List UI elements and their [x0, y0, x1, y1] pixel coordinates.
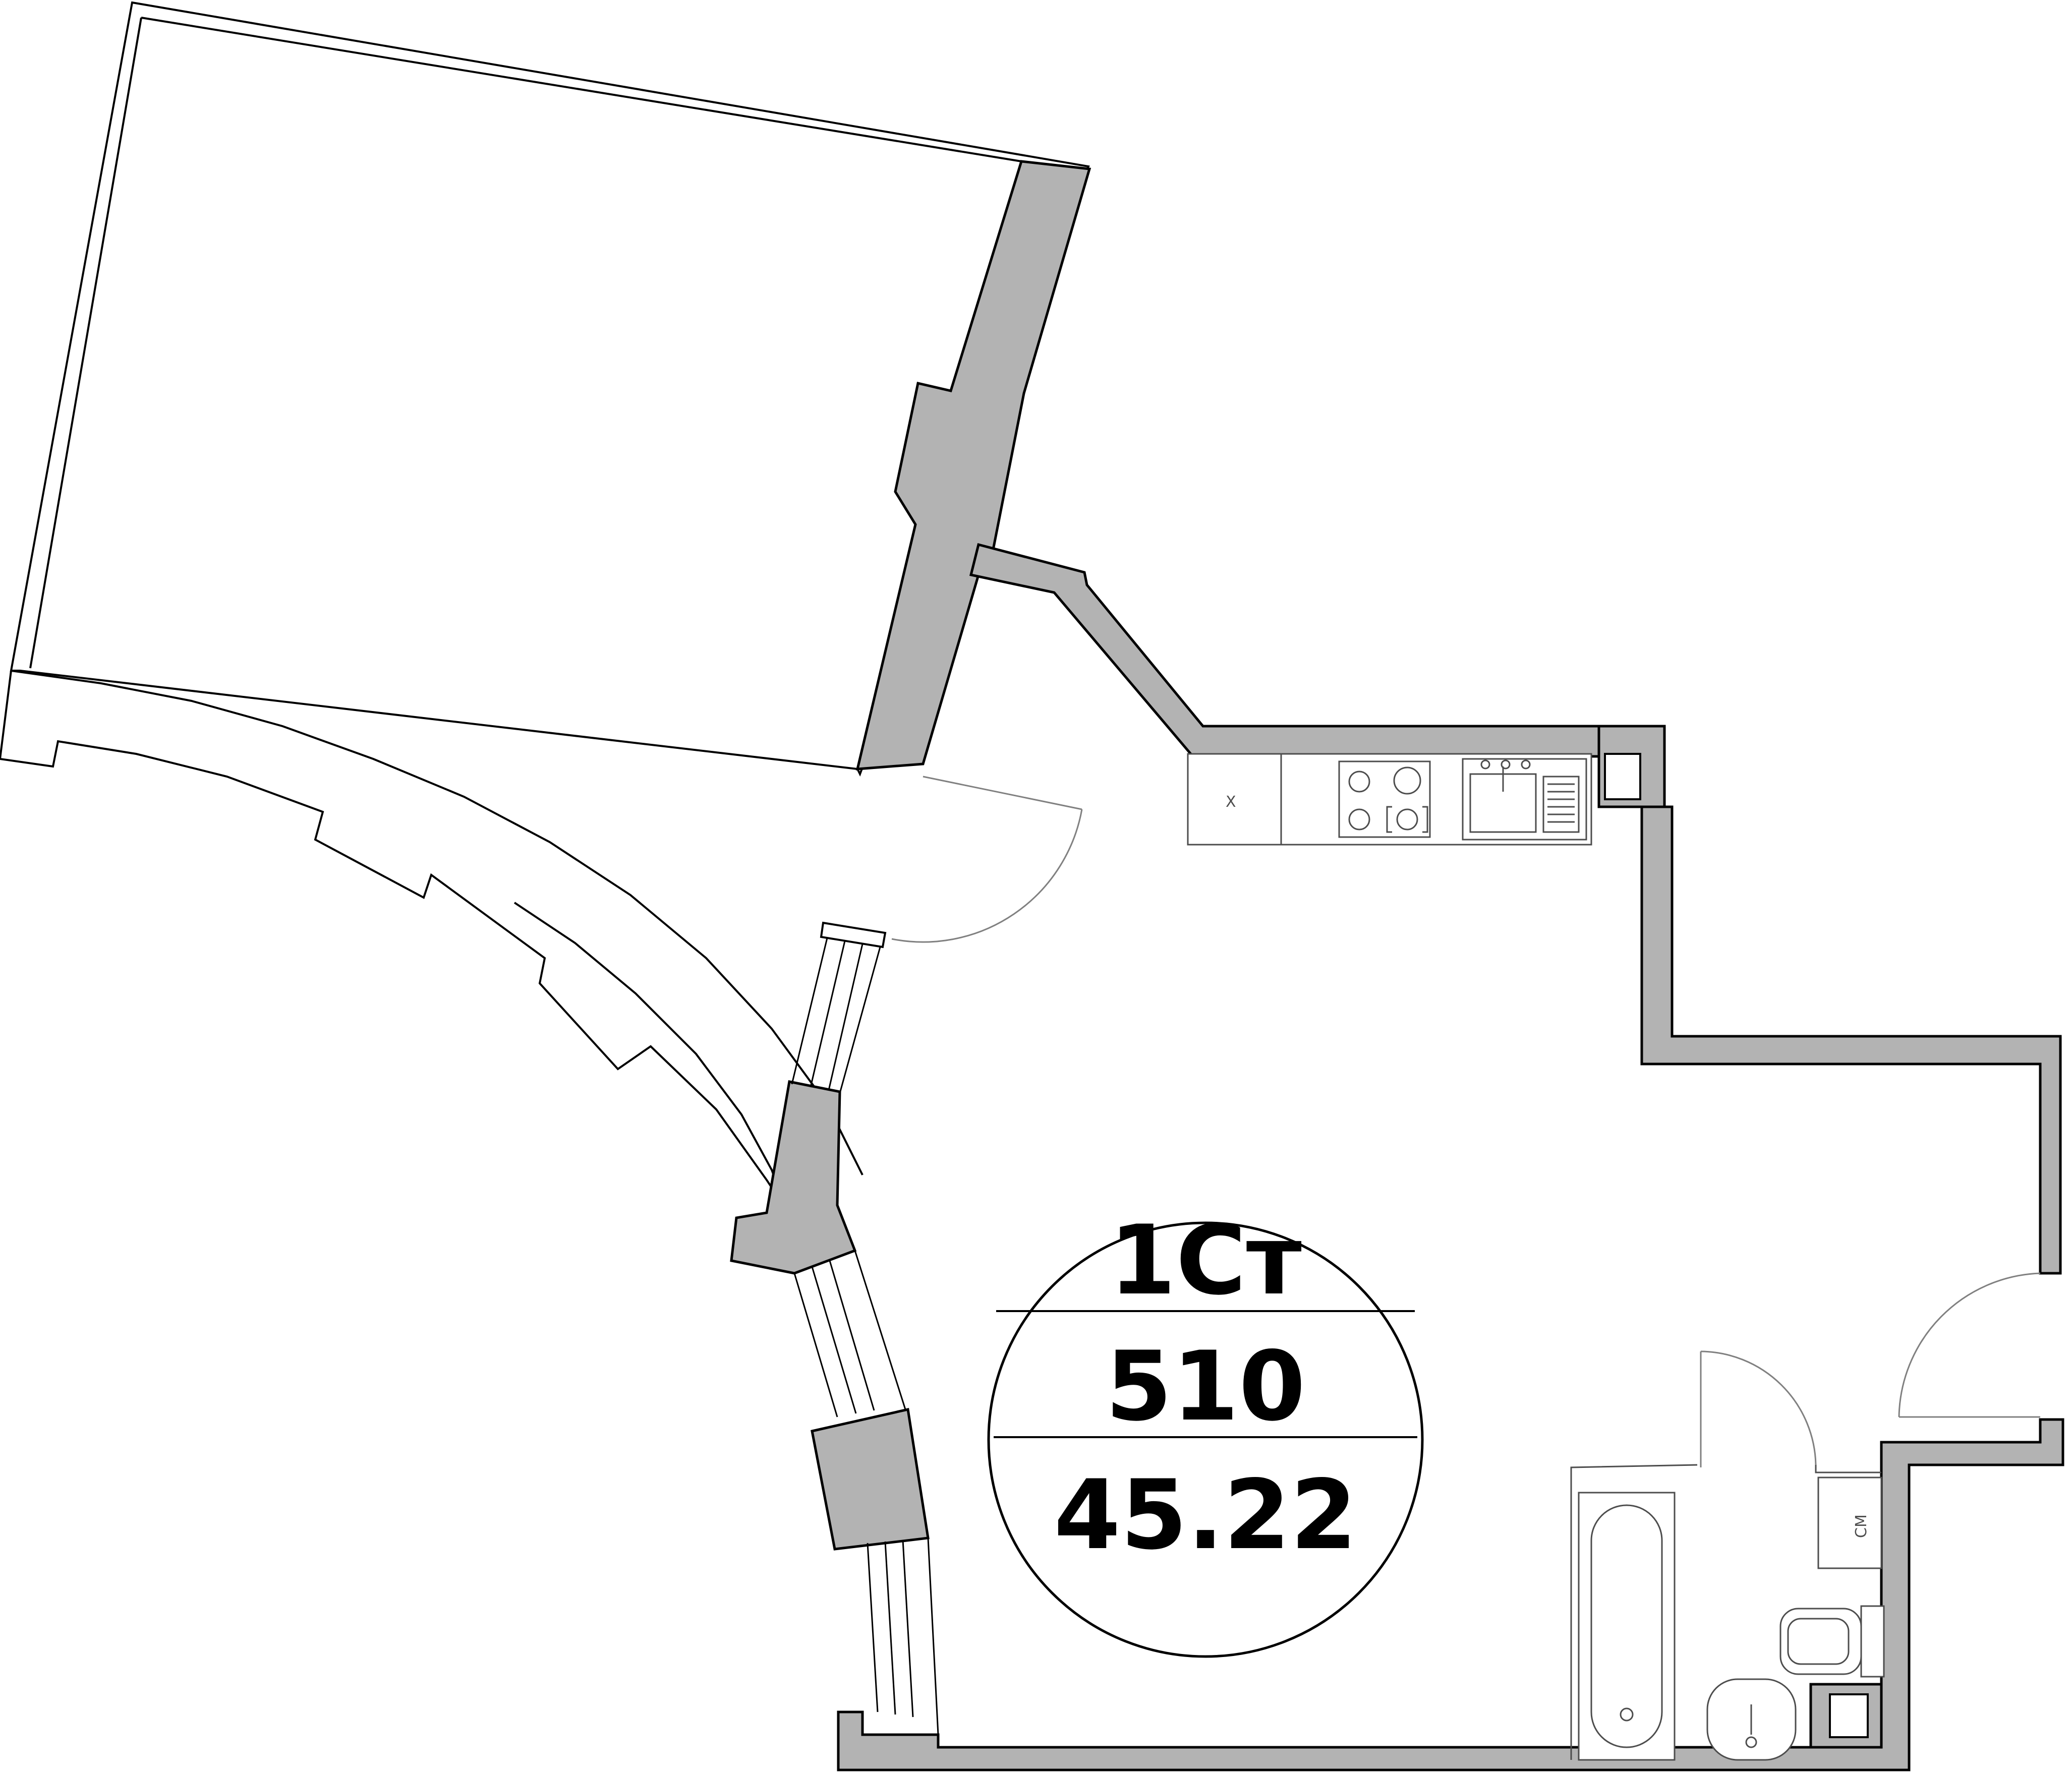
kitchen: Х	[1187, 753, 1592, 846]
apartment-number: 510	[1106, 1331, 1306, 1442]
loggia-parapet-curve	[11, 670, 864, 1175]
hob	[1338, 760, 1431, 838]
apartment-area: 45.22	[1054, 1459, 1357, 1571]
bathtub	[1578, 1492, 1676, 1761]
entrance-door-arc	[1898, 1272, 2041, 1417]
badge-circle	[987, 1221, 1424, 1658]
balcony-door-leaf	[923, 776, 1082, 810]
hob-burner-3	[1348, 808, 1370, 831]
shaft-kitchen-void	[1604, 753, 1641, 800]
bathroom-door-arc	[1700, 1350, 1817, 1465]
bathroom-partitions	[1570, 1464, 1881, 1760]
loggia-inner-rail-left	[29, 17, 142, 669]
apartment-type: 1Ст	[1109, 1205, 1302, 1316]
wall-right-upper	[1640, 805, 2062, 1275]
wall-pier-lower	[811, 1407, 930, 1551]
toilet-bowl	[1779, 1608, 1862, 1675]
apartment-badge: 1Ст 510 45.22	[987, 1205, 1424, 1658]
washing-machine	[1817, 1476, 1882, 1569]
balcony-door-arc	[891, 809, 1083, 943]
hob-burner-4	[1396, 808, 1418, 831]
toilet-cistern	[1860, 1605, 1885, 1678]
bathtub-drain	[1620, 1707, 1634, 1722]
window-lower	[867, 1538, 939, 1735]
wall-pier-middle	[730, 1080, 857, 1275]
loggia-inner-curve	[513, 902, 788, 1211]
windows	[791, 921, 939, 1735]
bathroom: СМ	[1578, 1476, 1885, 1761]
wall-diagonal-upper	[855, 160, 1091, 771]
shaft-bathroom-void	[1829, 1693, 1869, 1738]
bathtub-inner	[1590, 1504, 1663, 1748]
hob-burner-1	[1348, 771, 1370, 793]
fridge-label: Х	[1226, 793, 1236, 811]
doors	[891, 776, 2041, 1467]
washing-machine-label: СМ	[1853, 1514, 1870, 1538]
loggia-inner-rail	[141, 17, 1022, 162]
loggia-parapet-outer	[0, 670, 788, 1211]
walls	[730, 160, 2064, 1771]
hob-burner-2	[1393, 766, 1421, 795]
window-middle	[793, 1250, 906, 1417]
fridge	[1187, 753, 1282, 846]
window-upper	[791, 921, 887, 1094]
sink-drainer	[1542, 776, 1580, 833]
